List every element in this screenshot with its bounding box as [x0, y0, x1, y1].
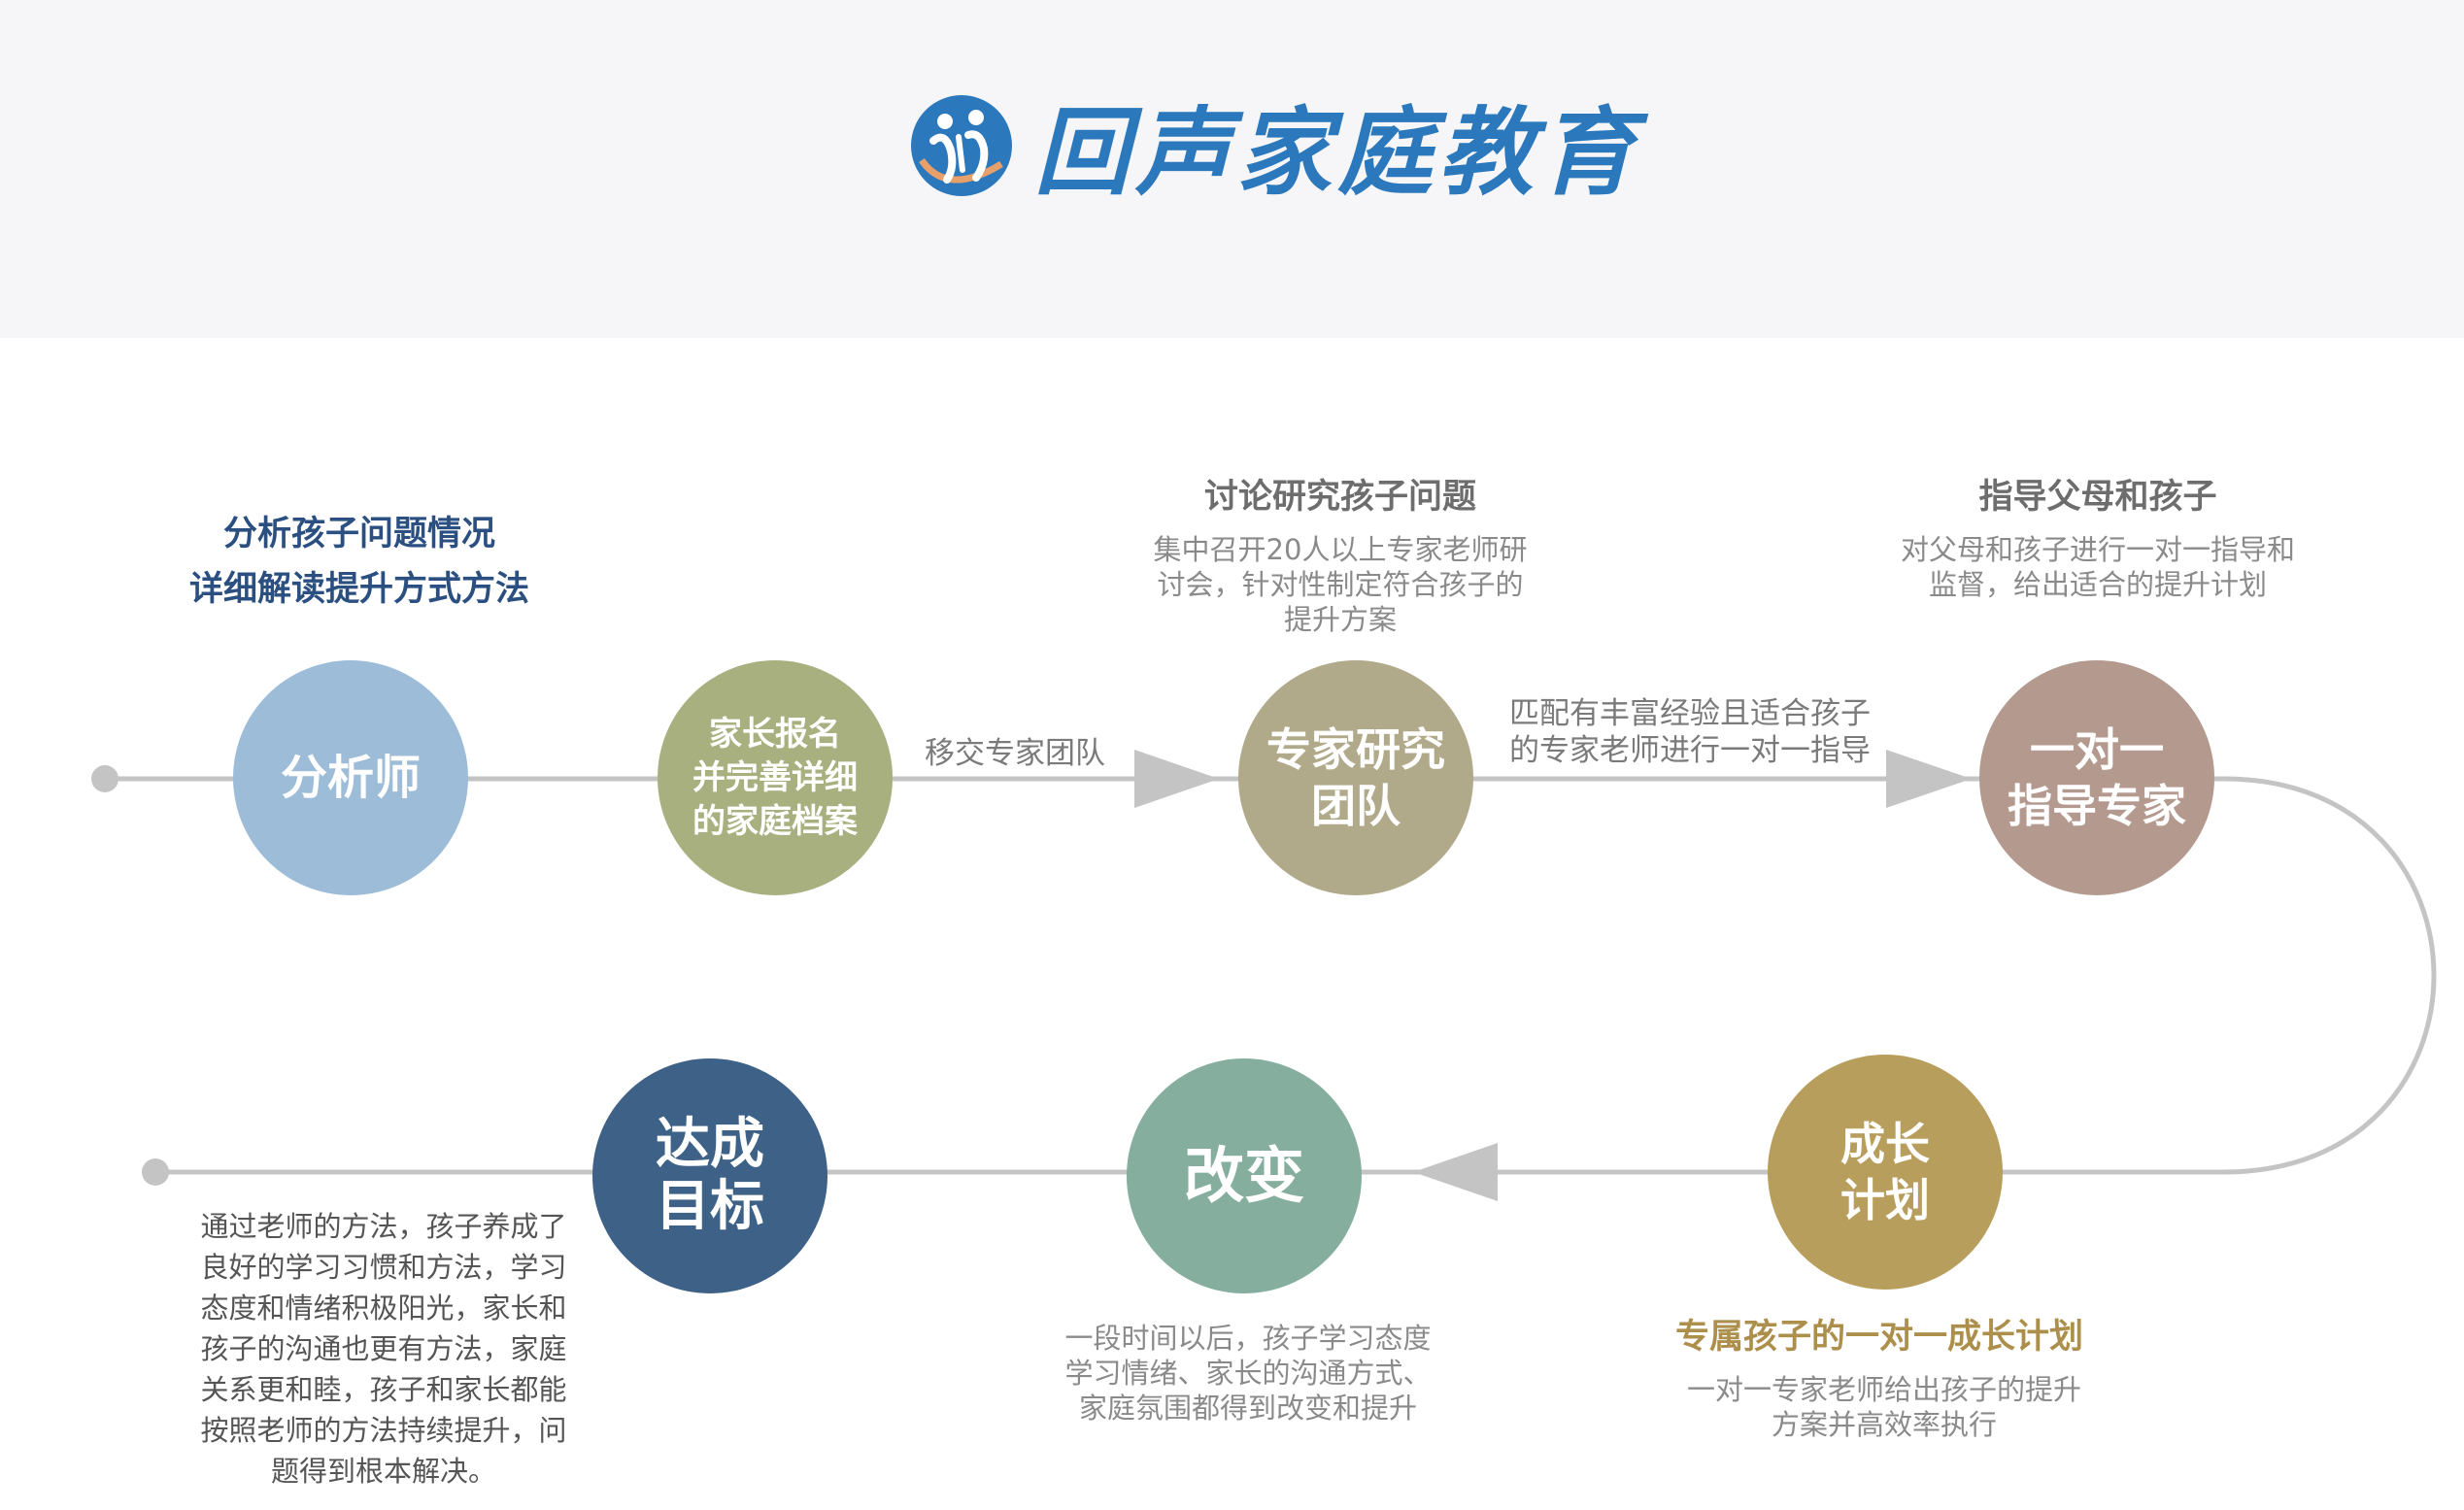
analyst-node: 分析师: [233, 660, 468, 895]
team-node: 专家研究 团队: [1238, 660, 1473, 895]
change-caption: 一段时间以后，孩子学习态度 学习情绪、家长的沟通方式、 家庭氛围都得到改变和提升: [1064, 1322, 1432, 1425]
team-label: 专家研究 团队: [1266, 723, 1445, 832]
transfer-label: 移交专家团队: [925, 736, 1105, 771]
arrow-right-2: [1886, 750, 1972, 808]
analyst-label: 分析师: [280, 751, 421, 805]
goal-label: 达成 目标: [656, 1113, 764, 1238]
return-curve: [2223, 776, 2437, 1175]
arrow-left-1: [1413, 1143, 1498, 1201]
goal-node: 达成 目标: [592, 1058, 827, 1293]
team-heading: 讨论研究孩子问题: [1203, 478, 1476, 517]
plan-heading: 专属孩子的一对一成长计划: [1674, 1318, 2083, 1357]
plan-label: 成长 计划: [1840, 1118, 1930, 1226]
end-dot: [142, 1158, 169, 1186]
guide-heading: 指导父母和孩子: [1978, 478, 2217, 517]
plan-node: 成长 计划: [1768, 1055, 2003, 1290]
register-node: 家长报名 并完善详细 的家庭档案: [658, 660, 893, 895]
logo-icon: [911, 95, 1012, 196]
change-node: 改变: [1127, 1058, 1362, 1293]
start-dot: [91, 765, 118, 792]
brand-logo: 回声家庭教育: [908, 92, 1635, 218]
guide-node: 一对一 指导专家: [1979, 660, 2214, 895]
register-label: 家长报名 并完善详细 的家庭档案: [692, 714, 858, 841]
brand-name: 回声家庭教育: [1034, 97, 1641, 209]
team-caption: 集中召开20人以上专家老师研 讨会，针对性制定符合孩子的 提升方案: [1153, 533, 1528, 636]
analyst-heading: 分析孩子问题情况 详细解读提升方式方法: [188, 515, 529, 609]
plan-caption: 一对一专家老师给出孩子的提升 方案并高效率执行: [1686, 1373, 2081, 1441]
guide-caption: 对父母和孩子进行一对一指导和 监督，给出适合的提升计划: [1900, 533, 2295, 601]
match-label: 匹配有丰富经验且适合孩子 的专家老师进行一对一指导: [1509, 696, 1871, 768]
change-label: 改变: [1183, 1140, 1304, 1211]
guide-label: 一对一 指导专家: [2008, 723, 2186, 832]
goal-caption: 通过老师的方法，孩子养成了 良好的学习习惯和方法，学习 态度和情绪积极阳光，家长…: [200, 1210, 567, 1488]
arrow-right-1: [1134, 750, 1219, 808]
header-banner: 回声家庭教育: [0, 0, 2464, 338]
